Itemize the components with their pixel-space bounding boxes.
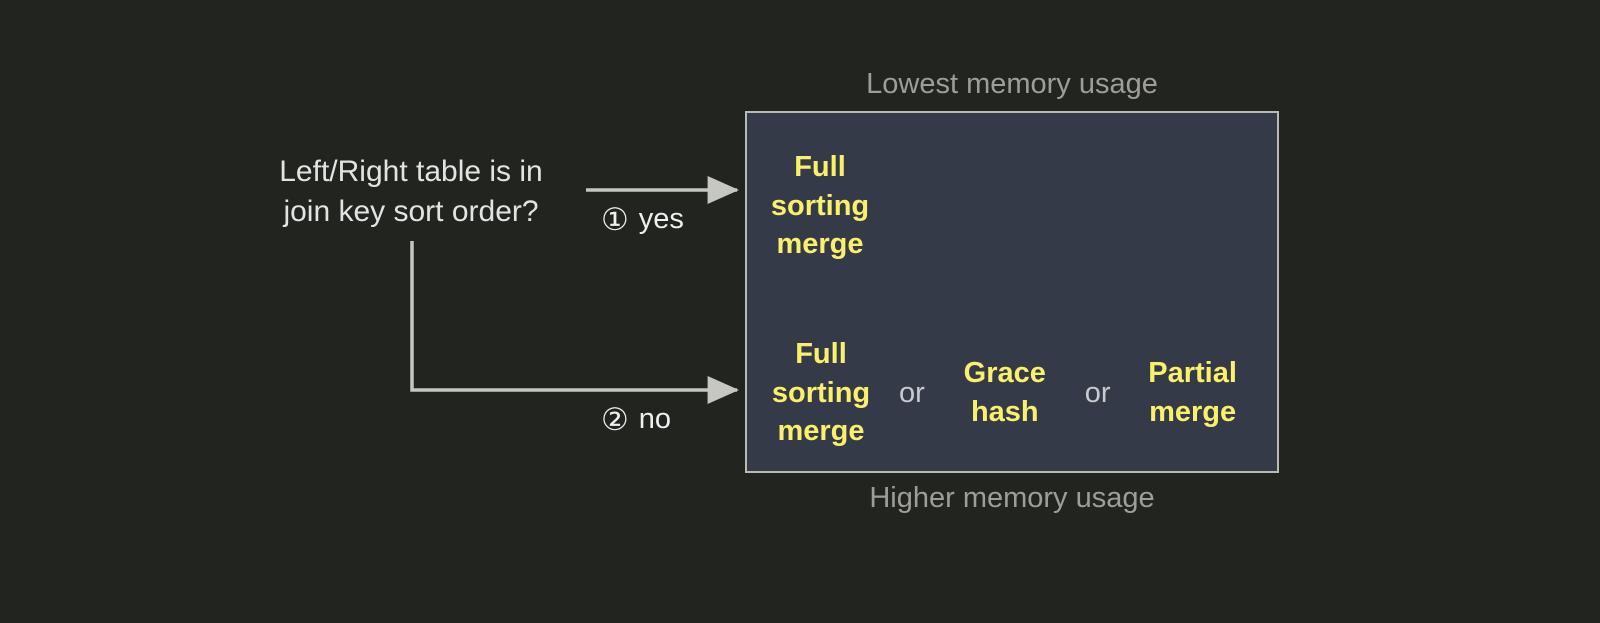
caption-lowest-memory: Lowest memory usage [866, 68, 1158, 100]
branch-marker-1: ① [601, 202, 629, 237]
option-partial-merge[interactable]: Partial merge [1148, 357, 1237, 428]
option-row-unsorted-input: Full sorting merge or Grace hash or Part… [747, 318, 1277, 468]
option-row-sorted-input: Full sorting merge [747, 131, 1277, 281]
option-full-sorting-merge-sorted[interactable]: Full sorting merge [770, 151, 870, 261]
branch-marker-2: ② [601, 402, 629, 437]
option-full-sorting-merge-unsorted[interactable]: Full sorting merge [771, 338, 871, 448]
branch-text-yes: yes [638, 203, 684, 235]
decision-question: Left/Right table is in join key sort ord… [279, 155, 543, 228]
option-separator-2: or [1084, 376, 1111, 409]
option-separator-1: or [899, 376, 925, 409]
arrow-no [410, 241, 740, 404]
branch-text-no: no [638, 403, 672, 435]
option-grace-hash[interactable]: Grace hash [963, 357, 1046, 428]
branch-label-yes: ① yes [601, 203, 684, 236]
branch-label-no: ② no [601, 403, 671, 436]
join-algorithm-options-box: Full sorting merge Full sorting merge or… [745, 111, 1279, 473]
caption-higher-memory: Higher memory usage [869, 482, 1155, 514]
